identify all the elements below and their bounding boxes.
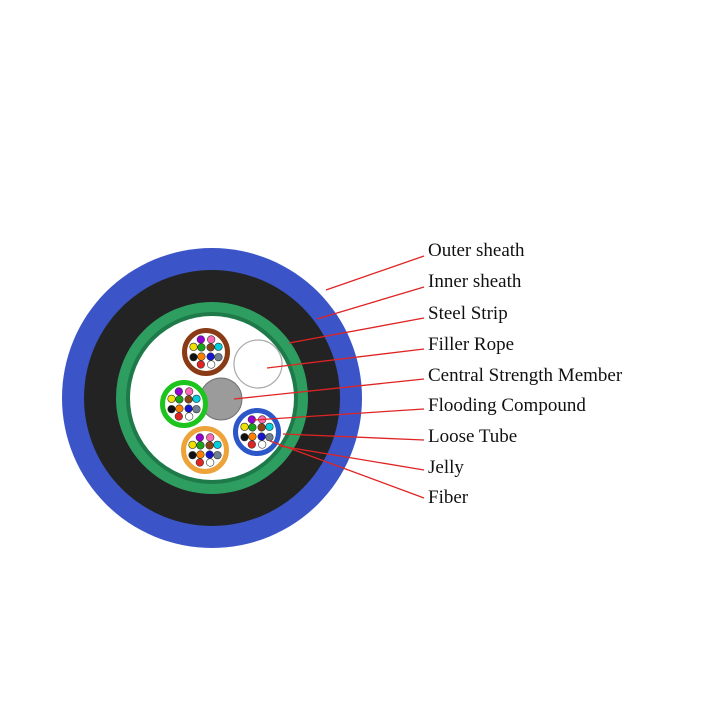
fiber-dot [240, 422, 249, 431]
leader-line-outer-sheath [325, 255, 425, 291]
fiber-dot [185, 387, 194, 396]
fiber-dot [206, 352, 215, 361]
fiber-dot [213, 440, 222, 449]
fiber-dot [192, 394, 201, 403]
fiber-dot [207, 360, 216, 369]
loose-tube-left [160, 380, 208, 428]
fiber-dot [196, 450, 205, 459]
loose-tube-bottom [181, 426, 229, 474]
filler-rope [233, 339, 283, 389]
leader-line-jelly [279, 445, 425, 471]
fiber-bundle [188, 433, 222, 467]
fiber-dot [197, 343, 206, 352]
fiber-dot [248, 423, 257, 432]
fiber-dot [265, 433, 274, 442]
fiber-dot [205, 450, 214, 459]
fiber-dot [196, 360, 205, 369]
leader-line-inner-sheath [316, 286, 425, 320]
fiber-dot [206, 433, 215, 442]
fiber-dot [206, 458, 215, 467]
fiber-dot [247, 440, 256, 449]
steel-strip-inner-edge [126, 312, 298, 484]
fiber-dot [195, 433, 204, 442]
leader-line-fiber [269, 440, 425, 499]
fiber-dot [184, 404, 193, 413]
leader-line-central-strength-member [233, 378, 425, 400]
fiber-dot [196, 335, 205, 344]
fiber-dot [265, 422, 274, 431]
leader-line-loose-tube [282, 433, 425, 441]
fiber-bundle [240, 415, 274, 449]
fiber-dot [257, 423, 266, 432]
fiber-bundle [167, 387, 201, 421]
fiber-dot [184, 395, 193, 404]
fiber-dot [188, 440, 197, 449]
fiber-dot [167, 394, 176, 403]
fiber-dot [174, 387, 183, 396]
fiber-dot [197, 352, 206, 361]
fiber-dot [214, 353, 223, 362]
fiber-dot [174, 412, 183, 421]
fiber-dot [240, 433, 249, 442]
fiber-dot [175, 395, 184, 404]
fiber-dot [188, 451, 197, 460]
leader-line-filler-rope [266, 348, 425, 369]
fiber-dot [205, 441, 214, 450]
fiber-dot [189, 342, 198, 351]
fiber-dot [213, 451, 222, 460]
loose-tube-ring [181, 426, 229, 474]
leader-line-steel-strip [288, 317, 425, 344]
fiber-dot [189, 353, 198, 362]
fiber-dot [175, 404, 184, 413]
loose-tube-ring [182, 328, 230, 376]
fiber-dot [185, 412, 194, 421]
fiber-dot [167, 405, 176, 414]
fiber-dot [258, 440, 267, 449]
fiber-bundle [189, 335, 223, 369]
fiber-dot [195, 458, 204, 467]
fiber-dot [206, 343, 215, 352]
leader-line-flooding-compound [253, 408, 425, 421]
fiber-dot [207, 335, 216, 344]
fiber-dot [214, 342, 223, 351]
loose-tube-ring [233, 408, 281, 456]
fiber-dot [248, 432, 257, 441]
loose-tube-top [182, 328, 230, 376]
fiber-dot [257, 432, 266, 441]
fiber-dot [196, 441, 205, 450]
loose-tube-ring [160, 380, 208, 428]
fiber-dot [192, 405, 201, 414]
loose-tube-right [233, 408, 281, 456]
